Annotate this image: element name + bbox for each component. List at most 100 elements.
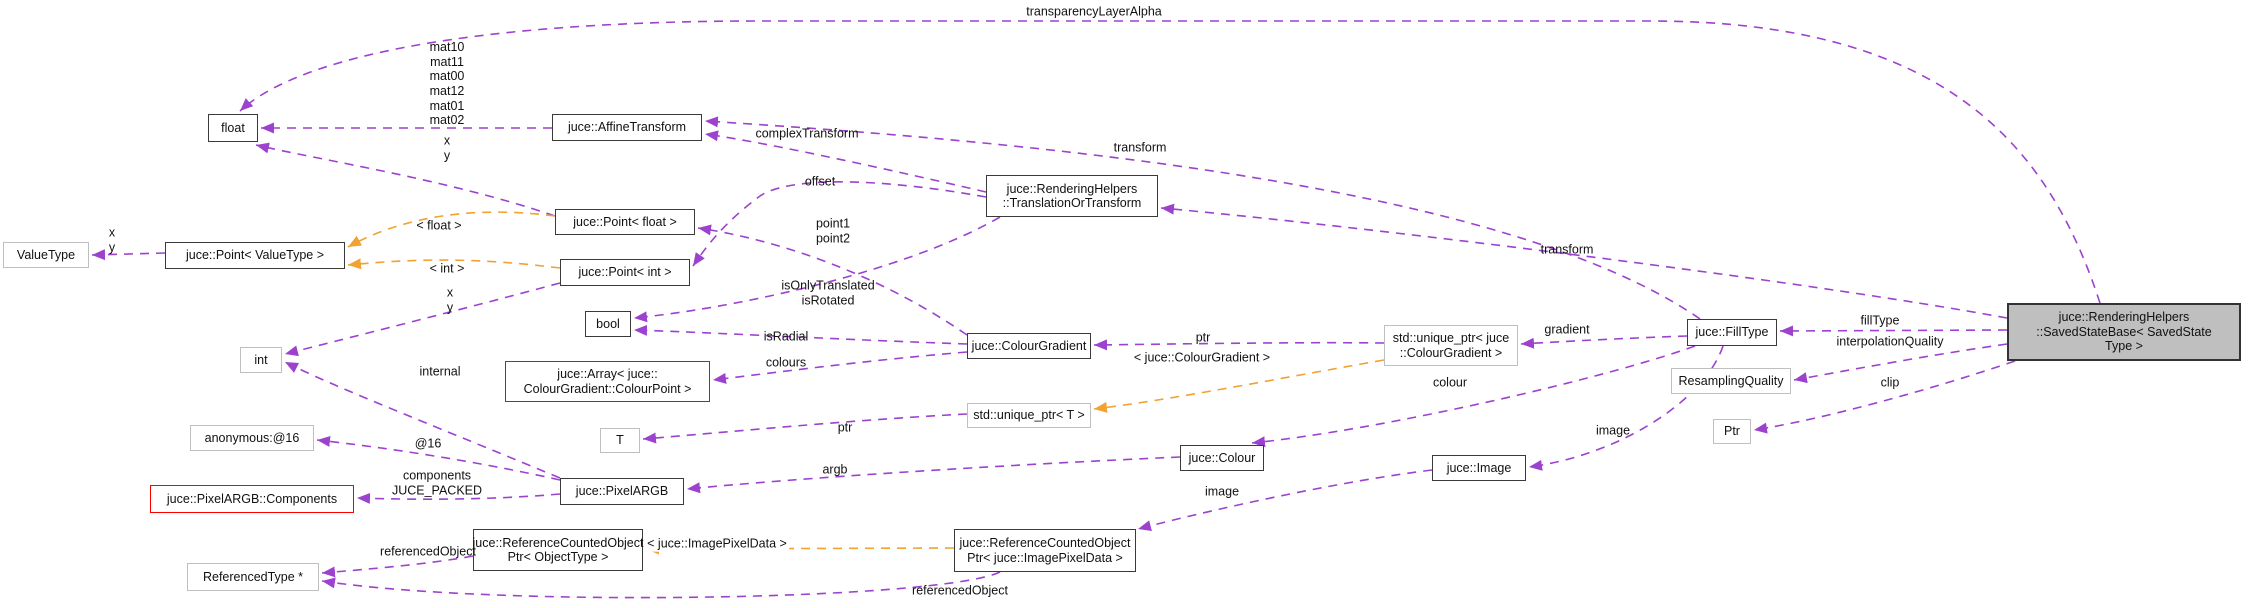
node-colour-point-array: juce::Array< juce:: ColourGradient::Colo… bbox=[505, 361, 710, 402]
edge-template-colourgradient bbox=[1093, 359, 1385, 413]
node-colour-label: juce::Colour bbox=[1188, 450, 1256, 465]
edge-label-template-int: < int > bbox=[429, 261, 465, 276]
edge-referencedObject-2 bbox=[321, 571, 1001, 599]
node-float: float bbox=[208, 114, 258, 142]
edge-referencedObject-1 bbox=[321, 555, 474, 578]
edge-label-xy-int: x y bbox=[446, 285, 454, 314]
edge-argb bbox=[686, 456, 1181, 494]
node-pixel-argb-components: juce::PixelARGB::Components bbox=[150, 485, 354, 513]
edge-label-complexTransform: complexTransform bbox=[755, 126, 859, 141]
node-image[interactable]: juce::Image bbox=[1432, 455, 1526, 481]
edge-label-clip: clip bbox=[1880, 375, 1900, 390]
edge-transform-filltype bbox=[704, 116, 1701, 320]
edge-label-referencedObject-1: referencedObject bbox=[380, 544, 476, 559]
edge-label-fillType: fillType bbox=[1860, 313, 1900, 328]
edge-label-interpolationQuality: interpolationQuality bbox=[1836, 334, 1944, 349]
edge-label-ptr-t: ptr bbox=[837, 420, 853, 435]
edge-label-colour: colour bbox=[1432, 375, 1468, 390]
node-ref-counted-ptr-imagepixeldata[interactable]: juce::ReferenceCountedObject Ptr< juce::… bbox=[954, 529, 1136, 572]
node-ref-counted-ptr-imagepixeldata-label: juce::ReferenceCountedObject Ptr< juce::… bbox=[959, 536, 1131, 565]
edge-label-transform-filltype: transform bbox=[1113, 140, 1167, 155]
node-point-valuetype-label: juce::Point< ValueType > bbox=[185, 248, 325, 263]
edge-label-ptr-colourgradient: ptr bbox=[1195, 330, 1211, 345]
edge-label-template-colourgradient: < juce::ColourGradient > bbox=[1133, 350, 1271, 365]
edge-label-offset: offset bbox=[804, 174, 836, 189]
node-colour[interactable]: juce::Colour bbox=[1180, 445, 1264, 471]
edge-label-template-float: < float > bbox=[416, 218, 462, 233]
node-fill-type[interactable]: juce::FillType bbox=[1687, 319, 1777, 346]
edge-image-filltype bbox=[1528, 345, 1724, 471]
node-fill-type-label: juce::FillType bbox=[1695, 325, 1769, 340]
node-translation-or-transform-label: juce::RenderingHelpers ::TranslationOrTr… bbox=[1002, 181, 1142, 211]
node-affine-transform-label: juce::AffineTransform bbox=[567, 120, 687, 135]
edge-label-transparencyLayerAlpha: transparencyLayerAlpha bbox=[1026, 4, 1162, 19]
node-colour-gradient[interactable]: juce::ColourGradient bbox=[967, 333, 1091, 359]
edge-colour bbox=[1251, 345, 1696, 448]
node-resampling-quality-label: ResamplingQuality bbox=[1678, 373, 1784, 388]
node-referenced-type-label: ReferencedType * bbox=[202, 569, 304, 584]
node-referenced-type: ReferencedType * bbox=[187, 563, 319, 591]
node-unique-ptr-colour-gradient: std::unique_ptr< juce ::ColourGradient > bbox=[1384, 325, 1518, 366]
edge-xy-valuetype bbox=[91, 249, 166, 261]
edge-label-point1-point2: point1 point2 bbox=[815, 216, 851, 245]
node-anonymous16-label: anonymous:@16 bbox=[204, 430, 300, 445]
node-pixel-argb-components-label: juce::PixelARGB::Components bbox=[166, 491, 338, 506]
node-image-label: juce::Image bbox=[1446, 460, 1512, 475]
edge-label-argb: argb bbox=[822, 462, 848, 477]
edge-ptr-t bbox=[642, 413, 968, 444]
edge-label-xy-float: x y bbox=[443, 133, 451, 162]
edge-label-template-imagepixeldata: < juce::ImagePixelData > bbox=[645, 536, 789, 552]
node-ref-counted-ptr-objecttype-label: juce::ReferenceCountedObject Ptr< Object… bbox=[472, 535, 644, 565]
node-t: T bbox=[600, 428, 640, 453]
node-translation-or-transform[interactable]: juce::RenderingHelpers ::TranslationOrTr… bbox=[986, 175, 1158, 217]
node-affine-transform[interactable]: juce::AffineTransform bbox=[552, 114, 702, 141]
edge-xy-float bbox=[255, 142, 556, 217]
node-point-int-label: juce::Point< int > bbox=[578, 265, 672, 280]
node-int: int bbox=[240, 347, 282, 373]
edge-fillType bbox=[1779, 325, 2008, 337]
edge-label-transform-savedstate: transform bbox=[1540, 242, 1594, 257]
edge-label-colours: colours bbox=[765, 355, 807, 370]
edge-label-components: components JUCE_PACKED bbox=[391, 468, 483, 497]
node-ref-counted-ptr-objecttype[interactable]: juce::ReferenceCountedObject Ptr< Object… bbox=[473, 529, 643, 571]
node-unique-ptr-t: std::unique_ptr< T > bbox=[967, 403, 1091, 428]
edge-label-isRadial: isRadial bbox=[763, 329, 809, 344]
node-point-valuetype[interactable]: juce::Point< ValueType > bbox=[165, 242, 345, 269]
edge-transform-savedstate bbox=[1160, 203, 2008, 319]
edge-label-referencedObject-2: referencedObject bbox=[912, 583, 1008, 598]
edge-point1-point2 bbox=[697, 224, 968, 336]
edge-clip bbox=[1753, 360, 2016, 434]
edge-gradient bbox=[1520, 335, 1688, 349]
node-t-label: T bbox=[616, 433, 624, 448]
edge-label-image-refptr: image bbox=[1204, 484, 1240, 499]
edge-label-xy-valuetype: x y bbox=[108, 225, 116, 254]
edge-template-float bbox=[347, 211, 556, 248]
edge-label-mat-members: mat10 mat11 mat00 mat12 mat01 mat02 bbox=[429, 40, 465, 128]
edge-colours bbox=[712, 351, 968, 384]
node-colour-gradient-label: juce::ColourGradient bbox=[971, 338, 1087, 353]
node-pixel-argb[interactable]: juce::PixelARGB bbox=[560, 478, 684, 505]
node-point-int[interactable]: juce::Point< int > bbox=[560, 259, 690, 286]
edge-ptr-colourgradient bbox=[1093, 339, 1385, 351]
node-point-float[interactable]: juce::Point< float > bbox=[555, 209, 695, 235]
node-bool: bool bbox=[585, 311, 631, 337]
node-ptr-label: Ptr bbox=[1724, 424, 1740, 439]
edge-label-isOnlyTranslated: isOnlyTranslated isRotated bbox=[781, 278, 875, 307]
node-anonymous16: anonymous:@16 bbox=[190, 425, 314, 451]
node-unique-ptr-colour-gradient-label: std::unique_ptr< juce ::ColourGradient > bbox=[1392, 331, 1510, 360]
node-resampling-quality: ResamplingQuality bbox=[1671, 368, 1791, 394]
node-point-float-label: juce::Point< float > bbox=[573, 214, 677, 229]
edge-label-gradient: gradient bbox=[1544, 322, 1590, 337]
node-value-type: ValueType bbox=[3, 242, 89, 268]
edge-offset bbox=[692, 181, 987, 267]
node-ptr: Ptr bbox=[1713, 419, 1751, 444]
edge-label-image-filltype: image bbox=[1595, 423, 1631, 438]
edge-components bbox=[356, 492, 561, 504]
edge-xy-int bbox=[284, 282, 561, 357]
node-int-label: int bbox=[254, 352, 268, 367]
edge-interpolationQuality bbox=[1793, 343, 2008, 384]
node-colour-point-array-label: juce::Array< juce:: ColourGradient::Colo… bbox=[523, 367, 692, 396]
edge-image-refptr bbox=[1137, 469, 1433, 532]
